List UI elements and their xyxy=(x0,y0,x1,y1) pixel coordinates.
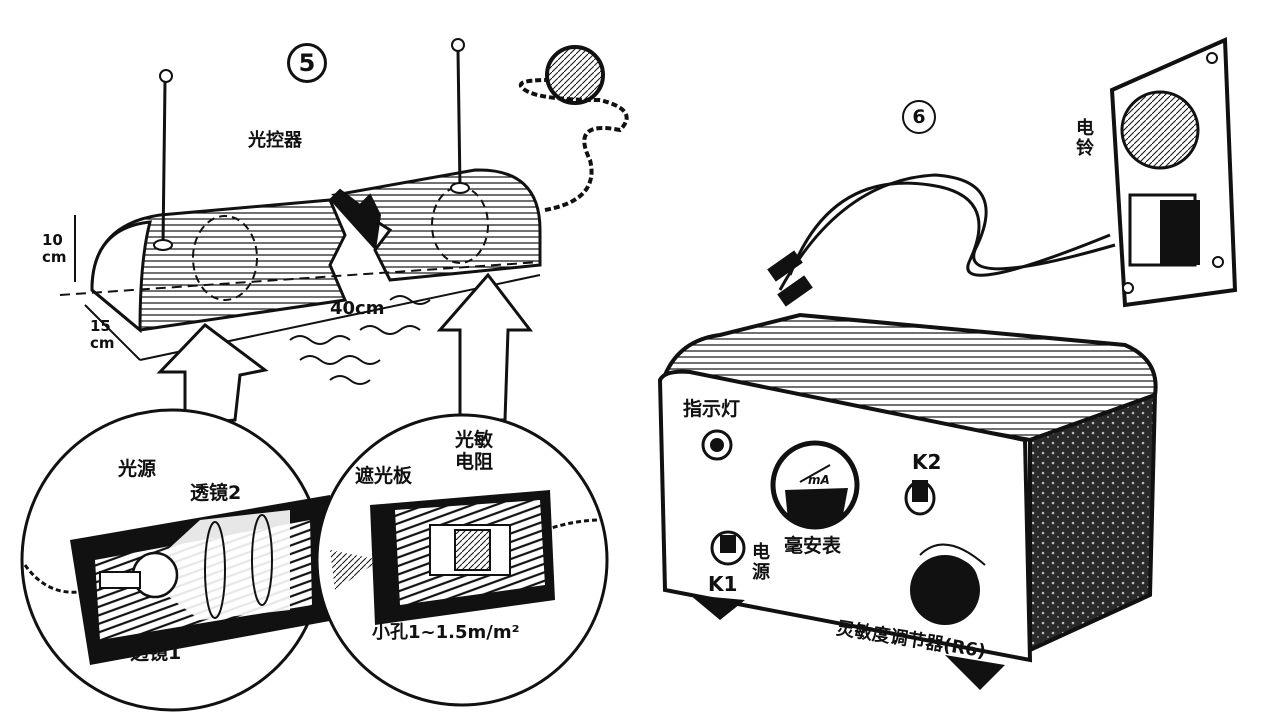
light-controller-tube xyxy=(59,38,629,385)
pinhole-label: 小孔1~1.5m/m² xyxy=(372,622,520,643)
height-dimension-label: 10 cm xyxy=(42,231,67,266)
length-dimension-label: 40cm xyxy=(330,298,385,319)
milliammeter-label: 毫安表 xyxy=(784,535,842,557)
indicator-lamp-label: 指示灯 xyxy=(683,398,741,420)
photoresistor-inset xyxy=(315,413,609,707)
lens2-label: 透镜2 xyxy=(190,482,242,504)
bell-label: 电铃 xyxy=(1073,118,1094,158)
photoresistor-label: 光敏电阻 xyxy=(455,429,494,473)
alarm-bell xyxy=(1109,36,1238,308)
lens1-label: 透镜1 xyxy=(130,642,182,664)
light-source-label: 光源 xyxy=(118,458,157,480)
power-label: 电源 xyxy=(749,542,770,582)
callout-arrows xyxy=(156,272,534,427)
device-label: 光控器 xyxy=(248,130,302,151)
meter-unit-label: mA xyxy=(808,473,830,487)
bell-cable xyxy=(767,173,1116,307)
width-dimension-label: 15 cm xyxy=(90,317,115,352)
k2-label: K2 xyxy=(912,450,942,474)
figure-number-6: 6 xyxy=(902,100,936,134)
light-source-inset xyxy=(20,408,335,712)
shield-label: 遮光板 xyxy=(355,465,413,487)
control-box xyxy=(657,312,1158,690)
figure-number-5: 5 xyxy=(287,43,327,83)
k1-label: K1 xyxy=(708,572,738,596)
